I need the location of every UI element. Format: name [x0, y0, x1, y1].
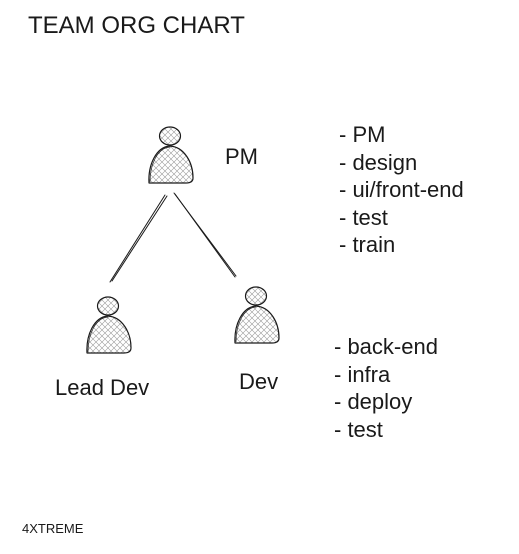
- duty-item: - infra: [334, 361, 391, 387]
- pm-duties-list: - PM - design - ui/front-end - test - tr…: [339, 121, 464, 259]
- chart-title: TEAM ORG CHART: [28, 12, 245, 39]
- duty-item: - back-end: [334, 334, 438, 359]
- person-icon: [234, 286, 280, 344]
- person-icon: [86, 296, 132, 354]
- duty-item: - PM: [339, 122, 386, 147]
- connector-pm-to-lead-dev: [109, 194, 168, 283]
- duty-item: - train: [339, 232, 396, 257]
- node-label-lead-dev: Lead Dev: [55, 375, 150, 400]
- duty-item: - test: [339, 204, 388, 230]
- person-icon: [148, 126, 194, 184]
- node-label-pm: PM: [225, 144, 258, 169]
- duty-item: - deploy: [334, 389, 413, 414]
- duty-item: - design: [339, 149, 418, 175]
- connector-pm-to-dev: [173, 192, 237, 278]
- node-label-dev: Dev: [239, 369, 279, 394]
- dev-duties-list: - back-end - infra - deploy - test: [334, 333, 438, 443]
- duty-item: - ui/front-end: [339, 177, 464, 202]
- duty-item: - test: [334, 416, 383, 442]
- footer-brand: 4XTREME: [22, 521, 84, 536]
